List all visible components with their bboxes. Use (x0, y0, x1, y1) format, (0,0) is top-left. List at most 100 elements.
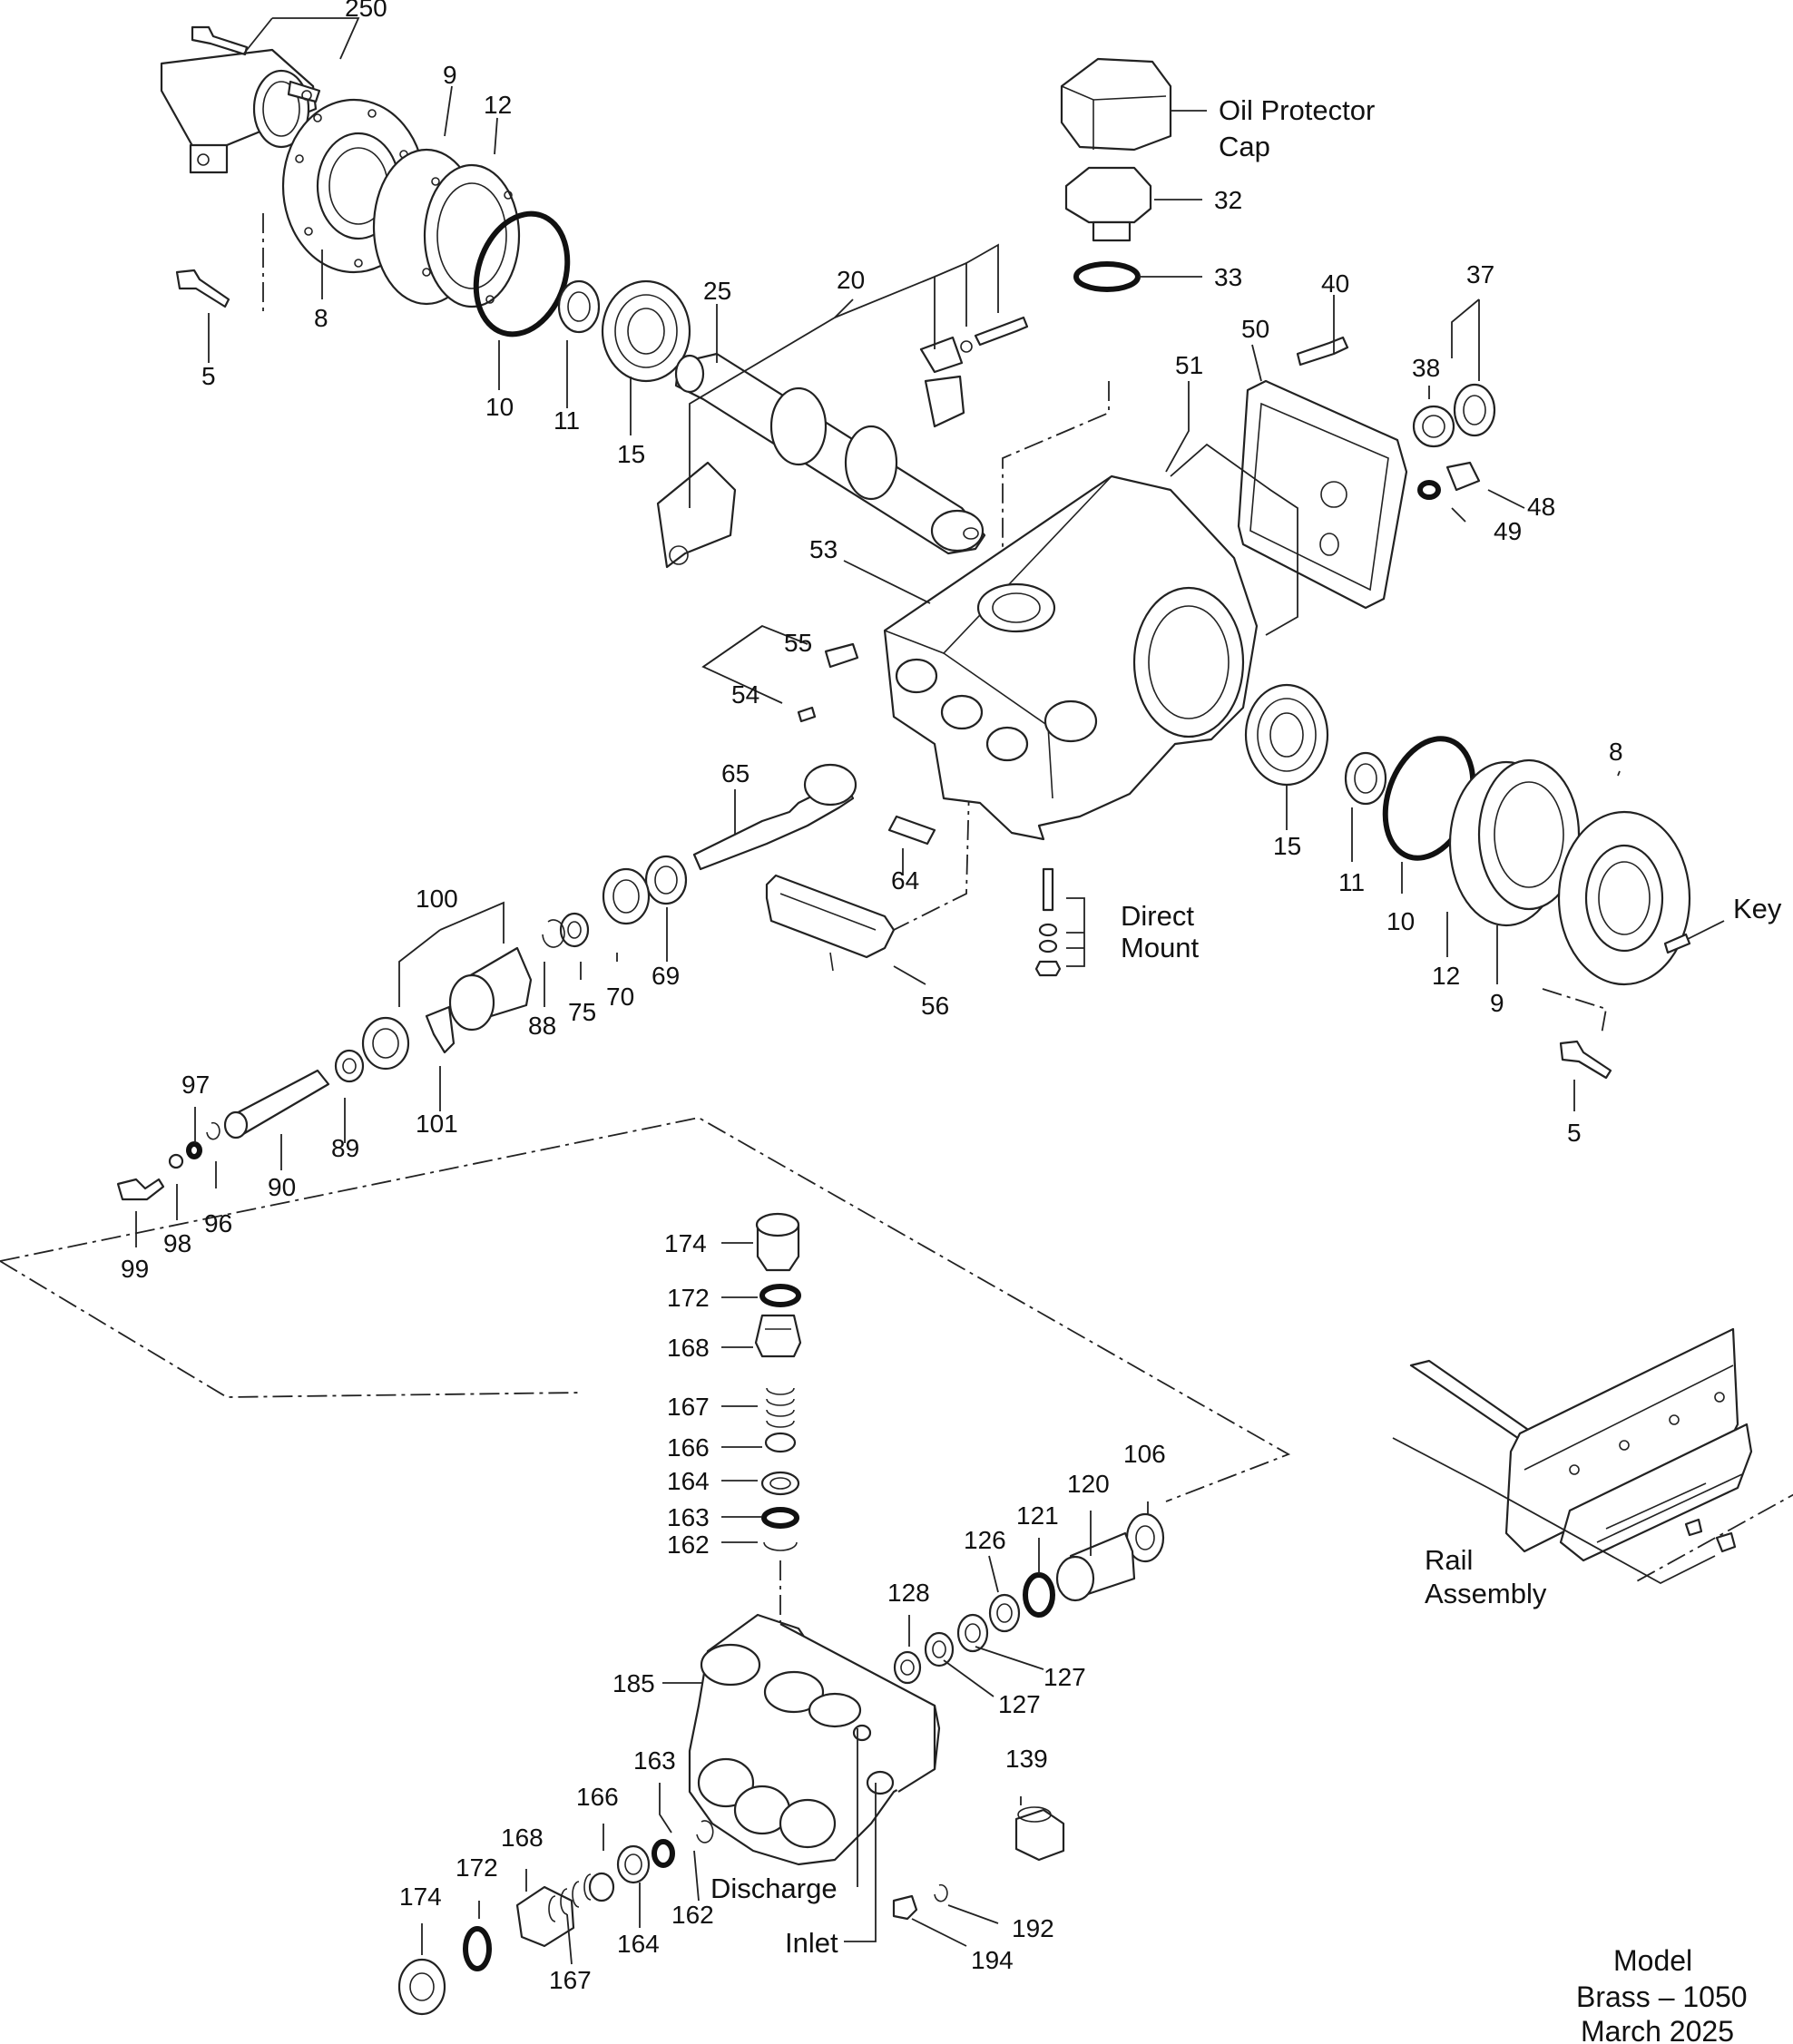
callout-172-top: 172 (667, 1284, 710, 1312)
callout-100: 100 (416, 885, 458, 913)
callout-139: 139 (1005, 1745, 1048, 1773)
rail-assembly-label-line2: Assembly (1425, 1578, 1547, 1609)
callout-51: 51 (1175, 351, 1203, 379)
callout-33: 33 (1214, 263, 1242, 291)
callout-11: 11 (554, 406, 580, 435)
callout-56: 56 (921, 992, 949, 1020)
oil-protector-cap-label-line1: Oil Protector (1219, 94, 1375, 126)
bearing-cover-assembly-left (160, 25, 691, 383)
valve-stack-bottom (397, 1806, 1065, 2016)
callout-163-top: 163 (667, 1503, 710, 1531)
callout-54: 54 (731, 680, 759, 709)
callout-89: 89 (331, 1134, 359, 1162)
callout-8: 8 (314, 304, 328, 332)
callout-172-bottom: 172 (456, 1853, 498, 1882)
callout-15: 15 (617, 440, 645, 468)
callout-162-top: 162 (667, 1531, 710, 1559)
callout-106: 106 (1123, 1440, 1166, 1468)
callout-96: 96 (204, 1209, 232, 1237)
callout-166-bottom: 166 (576, 1783, 619, 1811)
callout-127-b: 127 (998, 1690, 1041, 1718)
callout-121: 121 (1016, 1501, 1059, 1530)
callout-120: 120 (1067, 1470, 1110, 1498)
callout-65: 65 (721, 759, 750, 787)
callout-101: 101 (416, 1110, 458, 1138)
seal-stack-right (893, 1512, 1165, 1685)
callout-174-bottom: 174 (399, 1883, 442, 1911)
callout-90: 90 (268, 1173, 296, 1201)
bearing-cover-assembly-right (1244, 683, 1691, 1080)
plunger-assembly (692, 642, 936, 972)
inlet-label: Inlet (785, 1927, 838, 1959)
callout-53: 53 (809, 535, 838, 563)
callout-174-top: 174 (664, 1229, 707, 1257)
callout-55: 55 (784, 629, 812, 657)
callout-168-top: 168 (667, 1334, 710, 1362)
direct-mount-hardware (1034, 867, 1062, 977)
direct-mount-label-line2: Mount (1121, 932, 1200, 963)
discharge-label: Discharge (710, 1873, 838, 1904)
model-block: Model Brass – 1050 March 2025 (1576, 1944, 1748, 2044)
callout-12-right: 12 (1432, 962, 1460, 990)
callout-64: 64 (891, 866, 919, 895)
manifold (688, 1613, 941, 1866)
callout-49: 49 (1494, 517, 1522, 545)
crankcase (883, 474, 1259, 841)
callout-250: 250 (345, 0, 387, 22)
callout-5-right: 5 (1567, 1119, 1582, 1147)
callout-75: 75 (568, 998, 596, 1026)
callout-25: 25 (703, 277, 731, 305)
oil-protector-cap-label-line2: Cap (1219, 131, 1270, 162)
callout-50: 50 (1241, 315, 1269, 343)
rail-assembly (1392, 1327, 1753, 1585)
model-title: Model (1613, 1944, 1692, 1977)
callout-164-top: 164 (667, 1467, 710, 1495)
rail-assembly-label-line1: Rail (1425, 1544, 1473, 1576)
rear-cover-assembly (1170, 336, 1496, 636)
direct-mount-label-line1: Direct (1121, 900, 1194, 932)
callout-99: 99 (121, 1255, 149, 1283)
callout-20: 20 (837, 266, 865, 294)
crankshaft-assembly (656, 316, 1029, 569)
callout-12: 12 (484, 91, 512, 119)
leader-lines (135, 17, 1725, 1965)
callout-127-a: 127 (1043, 1663, 1086, 1691)
oil-fill-assembly (1060, 57, 1172, 292)
callout-15-right: 15 (1273, 832, 1301, 860)
callout-38: 38 (1412, 354, 1440, 382)
callout-166-top: 166 (667, 1433, 710, 1462)
callout-40: 40 (1321, 269, 1349, 298)
callout-168-bottom: 168 (501, 1824, 544, 1852)
callout-70: 70 (606, 983, 634, 1011)
callout-numbers: 250 9 12 8 5 10 11 15 25 20 53 55 54 65 … (121, 0, 1623, 1994)
callout-48: 48 (1527, 493, 1555, 521)
callout-194: 194 (971, 1946, 1014, 1974)
callout-167-bottom: 167 (549, 1966, 592, 1994)
model-name: Brass – 1050 (1576, 1980, 1748, 2013)
callout-128: 128 (887, 1579, 930, 1607)
callout-162-bottom: 162 (671, 1901, 714, 1929)
seal-retainer-assembly (116, 855, 688, 1201)
callout-126: 126 (964, 1526, 1006, 1554)
callout-37: 37 (1466, 260, 1494, 289)
callout-8-right: 8 (1609, 738, 1623, 766)
callout-164-bottom: 164 (617, 1930, 660, 1958)
callout-97: 97 (181, 1071, 210, 1099)
callout-88: 88 (528, 1012, 556, 1040)
key-label: Key (1733, 893, 1782, 924)
callout-11-right: 11 (1338, 868, 1365, 896)
callout-185: 185 (612, 1669, 655, 1697)
callout-98: 98 (163, 1229, 191, 1257)
callout-69: 69 (652, 962, 680, 990)
text-labels: Oil Protector Cap Direct Mount Key Rail … (710, 94, 1782, 1959)
callout-163-bottom: 163 (633, 1746, 676, 1775)
callout-9-right: 9 (1490, 989, 1504, 1017)
callout-32: 32 (1214, 186, 1242, 214)
callout-9: 9 (443, 61, 457, 89)
assembly-dash-lines (0, 213, 1793, 1642)
callout-10: 10 (485, 393, 514, 421)
model-date: March 2025 (1581, 2015, 1734, 2044)
callout-192: 192 (1012, 1914, 1054, 1942)
callout-10-right: 10 (1386, 907, 1415, 935)
